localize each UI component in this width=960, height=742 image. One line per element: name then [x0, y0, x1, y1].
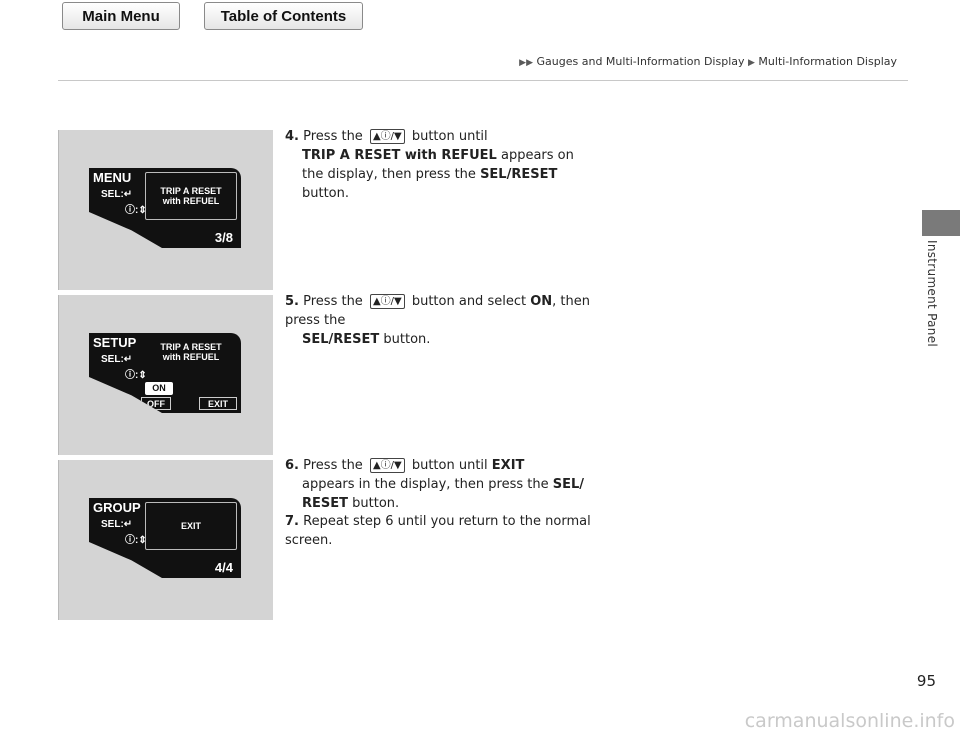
step-number: 5.	[285, 294, 299, 309]
screen-option-on: ON	[145, 382, 173, 395]
table-of-contents-button[interactable]: Table of Contents	[204, 2, 363, 30]
step-text: button and select	[411, 294, 527, 309]
screen-heading: GROUP	[93, 500, 141, 515]
screen-info-hint: ⓘ:⇕	[125, 370, 147, 381]
screen-item-line1: TRIP A RESET	[160, 186, 222, 196]
display-illustration-group: GROUP SEL:↵ ⓘ:⇕ EXIT 4/4	[58, 460, 273, 620]
step-bold-text: SEL/ RESET	[302, 477, 585, 511]
main-menu-button[interactable]: Main Menu	[62, 2, 180, 30]
screen-sel-hint: SEL:↵	[101, 189, 133, 200]
screen-page-count: 4/4	[214, 560, 233, 575]
step-text: button.	[352, 496, 400, 511]
breadcrumb: ▶▶ Gauges and Multi-Information Display …	[500, 55, 897, 68]
info-display-screen: GROUP SEL:↵ ⓘ:⇕ EXIT 4/4	[89, 498, 241, 578]
step-text: Repeat step 6 until you return to the no…	[285, 514, 591, 548]
up-down-info-button-icon: ▲ⓘ/▼	[369, 129, 405, 144]
screen-sel-hint: SEL:↵	[101, 354, 133, 365]
step-5: 5. Press the ▲ⓘ/▼ button and select ON, …	[285, 292, 595, 349]
step-bold-text: SEL/RESET	[302, 332, 380, 347]
screen-heading: MENU	[93, 170, 132, 185]
step-text: Press the	[303, 458, 363, 473]
screen-sel-hint: SEL:↵	[101, 519, 133, 530]
breadcrumb-link-gauges[interactable]: Gauges and Multi-Information Display	[536, 55, 745, 68]
step-bold-text: TRIP A RESET with REFUEL	[302, 148, 497, 163]
step-bold-text: ON	[530, 294, 553, 309]
screen-item-line1: TRIP A RESET	[160, 342, 222, 352]
display-illustration-menu: MENU SEL:↵ ⓘ:⇕ TRIP A RESET with REFUEL …	[58, 130, 273, 290]
watermark: carmanualsonline.info	[744, 710, 955, 732]
up-down-info-button-icon: ▲ⓘ/▼	[369, 294, 405, 309]
screen-page-count: 3/8	[214, 230, 233, 245]
up-down-info-button-icon: ▲ⓘ/▼	[369, 458, 405, 473]
step-text: button.	[383, 332, 431, 347]
breadcrumb-arrow-icon: ▶▶	[519, 58, 534, 68]
info-display-screen: SETUP SEL:↵ ⓘ:⇕ TRIP A RESET with REFUEL…	[89, 333, 241, 413]
step-6: 6. Press the ▲ⓘ/▼ button until EXIT appe…	[285, 456, 595, 513]
step-text: appears in the display, then press the	[302, 477, 549, 492]
step-text: , then press the	[285, 294, 590, 328]
screen-item-line2: with REFUEL	[162, 196, 220, 206]
step-text: button.	[302, 186, 350, 201]
step-bold-text: SEL/RESET	[480, 167, 558, 182]
info-display-screen: MENU SEL:↵ ⓘ:⇕ TRIP A RESET with REFUEL …	[89, 168, 241, 248]
screen-item-line2: with REFUEL	[162, 352, 220, 362]
step-text: appears on the display, then press the	[302, 148, 574, 182]
screen-item-box: TRIP A RESET with REFUEL	[145, 337, 237, 367]
step-7: 7. Repeat step 6 until you return to the…	[285, 512, 595, 550]
header-divider	[58, 80, 908, 81]
step-number: 7.	[285, 514, 299, 529]
step-text: button until	[411, 129, 488, 144]
screen-item-line1: EXIT	[180, 521, 201, 531]
screen-item-box: TRIP A RESET with REFUEL	[145, 172, 237, 220]
screen-option-exit: EXIT	[199, 397, 237, 410]
screen-info-hint: ⓘ:⇕	[125, 205, 147, 216]
screen-item-box: EXIT	[145, 502, 237, 550]
screen-heading: SETUP	[93, 335, 137, 350]
screen-info-hint: ⓘ:⇕	[125, 535, 147, 546]
step-bold-text: EXIT	[491, 458, 525, 473]
step-number: 6.	[285, 458, 299, 473]
section-label: Instrument Panel	[925, 240, 939, 348]
breadcrumb-link-mid[interactable]: Multi-Information Display	[758, 55, 897, 68]
step-text: Press the	[303, 294, 363, 309]
breadcrumb-arrow-icon: ▶	[748, 58, 755, 68]
display-illustration-setup: SETUP SEL:↵ ⓘ:⇕ TRIP A RESET with REFUEL…	[58, 295, 273, 455]
step-text: Press the	[303, 129, 363, 144]
screen-option-off: OFF	[141, 397, 171, 410]
step-number: 4.	[285, 129, 299, 144]
step-text: button until	[411, 458, 488, 473]
page-number: 95	[916, 672, 936, 690]
step-4: 4. Press the ▲ⓘ/▼ button until TRIP A RE…	[285, 127, 595, 203]
section-tab	[922, 210, 960, 236]
